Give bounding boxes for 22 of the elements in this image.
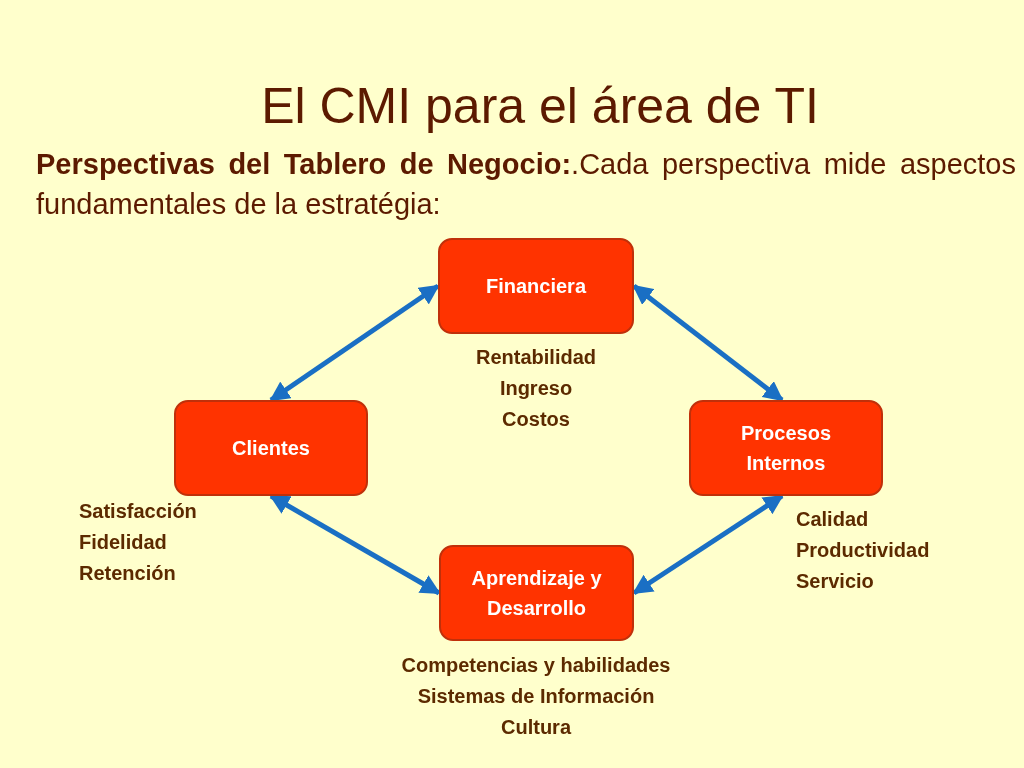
indicator-text: Calidad: [796, 507, 870, 532]
subtitle-text: Perspectivas del Tablero de Negocio:.Cada perspectiva mide aspectos fundamentales de la estratégia:: [36, 147, 1016, 222]
perspective-box: Procesos Internos: [689, 400, 883, 496]
indicator-text: Satisfacción: [79, 499, 198, 524]
indicator-text: Fidelidad: [79, 530, 168, 555]
indicator-text: Ingreso: [498, 376, 574, 401]
indicator-text: Cultura: [500, 715, 573, 740]
title: El CMI para el área de TI: [260, 77, 820, 136]
perspective-box: Clientes: [174, 400, 368, 496]
indicator-text: Productividad: [796, 538, 931, 563]
indicator-text: Sistemas de Información: [416, 684, 656, 709]
double-arrow: [269, 493, 441, 596]
indicator-text: Costos: [501, 407, 571, 432]
double-arrow: [632, 284, 784, 402]
double-arrow: [632, 493, 784, 596]
perspective-box: Financiera: [438, 238, 634, 334]
indicator-text: Competencias y habilidades: [400, 653, 672, 678]
indicator-text: Rentabilidad: [475, 345, 597, 370]
double-arrow: [269, 283, 440, 403]
indicator-text: Retención: [79, 561, 177, 586]
indicator-text: Servicio: [796, 569, 875, 594]
perspective-box: Aprendizaje y Desarrollo: [439, 545, 634, 641]
